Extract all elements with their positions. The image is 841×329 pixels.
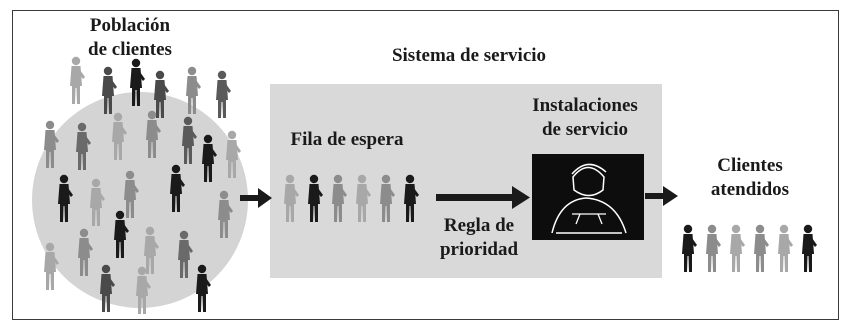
person-icon [802, 224, 817, 272]
right-arrow-icon [645, 186, 678, 206]
service-facility-label: Instalaciones de servicio [510, 94, 660, 142]
right-arrow-icon [436, 186, 530, 209]
person-icon [778, 224, 793, 272]
served-customers-label-line-2: atendidos [710, 179, 790, 200]
server-person-icon [532, 154, 644, 240]
person-icon [730, 224, 745, 272]
served-customers-label-line-1: Clientes [717, 155, 783, 176]
population-label: Población de clientes [56, 14, 204, 62]
person-icon [682, 224, 697, 272]
person-icon [216, 70, 231, 118]
waiting-line-label: Fila de espera [290, 129, 404, 150]
priority-rule-label-line-1: Regla de [443, 215, 515, 236]
served-customers-label: Clientes atendidos [685, 154, 815, 202]
person-icon [706, 224, 721, 272]
priority-rule-label-line-2: prioridad [439, 239, 519, 260]
person-icon [186, 66, 201, 114]
served-customers-figures [682, 224, 817, 272]
person-icon [754, 224, 769, 272]
service-system-label: Sistema de servicio [391, 45, 547, 66]
population-label-line-1: Población [89, 15, 171, 36]
right-arrow-icon [240, 188, 272, 208]
person-icon [70, 56, 85, 104]
service-facility-label-line-2: de servicio [541, 119, 628, 140]
service-facility-label-line-1: Instalaciones [532, 95, 638, 116]
population-label-line-2: de clientes [88, 39, 172, 60]
priority-rule-label: Regla de prioridad [425, 214, 533, 262]
